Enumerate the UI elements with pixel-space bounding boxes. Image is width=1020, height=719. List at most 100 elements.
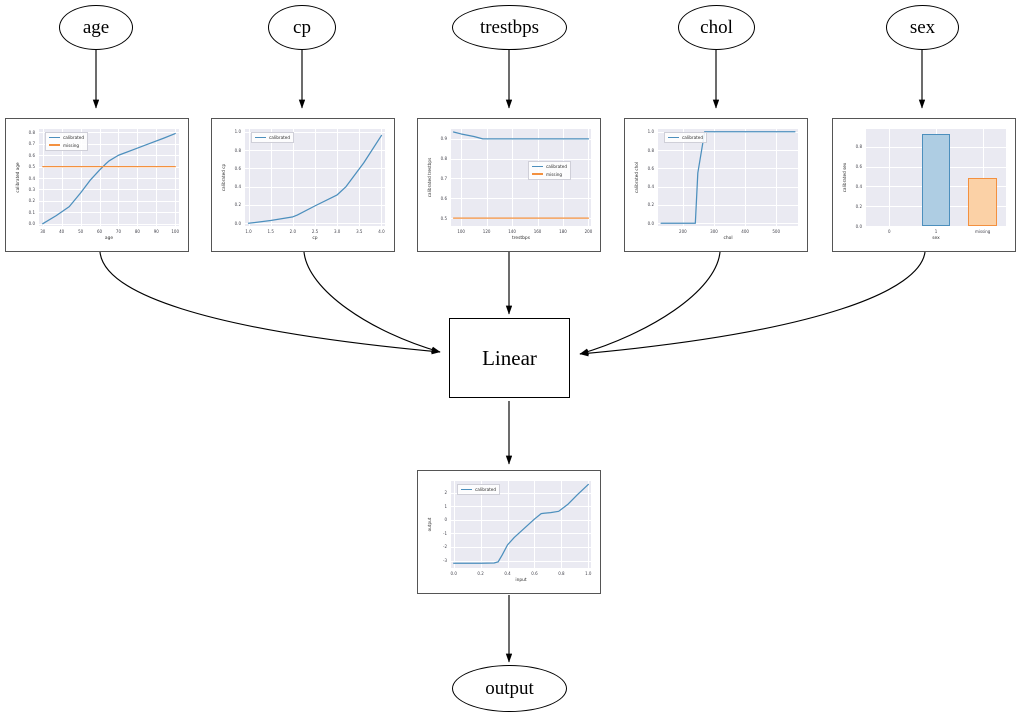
node-trestbps-label: trestbps — [479, 16, 540, 38]
x-tick-label: 3.5 — [356, 229, 363, 234]
node-trestbps[interactable]: trestbps — [452, 5, 567, 50]
y-tick-label: 0.0 — [28, 221, 35, 227]
gridline-y — [39, 189, 179, 191]
legend-item-calibrated: calibrated — [255, 135, 290, 140]
gridline-y — [39, 200, 179, 202]
y-tick-label: 0.8 — [440, 156, 447, 162]
bar-1 — [921, 133, 951, 226]
legend-item-calibrated: calibrated — [49, 135, 84, 140]
x-tick-label: 180 — [559, 229, 567, 234]
x-tick-label: 2.0 — [289, 229, 297, 234]
gridline-x — [682, 129, 684, 226]
x-tick-label: 0.2 — [477, 571, 484, 576]
legend-swatch-missing — [49, 144, 60, 146]
series-layer — [452, 131, 590, 219]
gridline-x — [588, 481, 590, 568]
gridline-x — [480, 481, 482, 568]
gridline-x — [534, 481, 536, 568]
y-tick-label: 2 — [444, 490, 447, 496]
node-cp[interactable]: cp — [268, 5, 336, 50]
x-tick-label: 80 — [134, 229, 140, 234]
gridline-x — [248, 129, 250, 226]
x-axis-label: trestbps — [511, 236, 530, 241]
x-tick-label: 60 — [96, 229, 103, 234]
legend-swatch-calibrated — [49, 136, 60, 139]
legend-item-missing: missing — [532, 172, 567, 177]
gridline-x — [776, 129, 778, 226]
gridline-x — [337, 129, 339, 226]
y-axis-label: calibrated age — [14, 161, 20, 193]
chart-legend: calibrated missing — [528, 161, 572, 180]
gridline-x — [292, 129, 294, 226]
legend-swatch-calibrated — [532, 165, 543, 168]
node-cp-label: cp — [293, 16, 311, 38]
legend-item-missing: missing — [49, 143, 84, 148]
y-tick-label: 0.4 — [647, 184, 654, 190]
node-linear[interactable]: Linear — [449, 318, 570, 398]
gridline-y — [39, 178, 179, 180]
y-tick-label: -3 — [443, 558, 447, 564]
y-tick-label: 0.6 — [440, 195, 447, 201]
x-tick-label: 100 — [457, 229, 465, 234]
x-tick-label: 200 — [679, 229, 687, 234]
gridline-x — [714, 129, 715, 226]
chart-legend: calibrated — [664, 132, 708, 143]
legend-label-calibrated: calibrated — [546, 164, 568, 169]
y-tick-label: 0.0 — [855, 223, 862, 229]
gridline-x — [99, 129, 101, 226]
y-tick-label: 0.8 — [234, 147, 241, 153]
x-tick-label: 30 — [40, 229, 46, 234]
gridline-y — [658, 186, 798, 188]
x-tick-label: 1 — [934, 229, 938, 234]
gridline-x — [486, 129, 488, 226]
series-line-calibrated — [452, 131, 590, 140]
legend-swatch-calibrated — [255, 136, 266, 139]
node-chol[interactable]: chol — [678, 5, 755, 50]
node-sex[interactable]: sex — [886, 5, 959, 50]
plot-area-cp — [245, 129, 385, 226]
plot-area-chol — [658, 129, 798, 226]
gridline-y — [451, 198, 591, 200]
y-tick-label: -1 — [443, 530, 447, 536]
legend-item-calibrated: calibrated — [532, 164, 567, 169]
gridline-x — [588, 129, 590, 226]
node-age[interactable]: age — [59, 5, 133, 50]
y-tick-label: 0.6 — [234, 165, 241, 171]
y-axis-label: calibrated sex — [841, 162, 847, 192]
y-tick-label: 0.0 — [234, 220, 241, 226]
y-tick-label: 0 — [444, 517, 447, 523]
node-linear-label: Linear — [482, 345, 537, 370]
gridline-x — [507, 481, 509, 568]
gridline-x — [118, 129, 120, 226]
y-tick-label: 1.0 — [647, 129, 654, 135]
legend-label-calibrated: calibrated — [682, 135, 704, 140]
gridline-y — [451, 492, 591, 494]
series-line-calibrated — [42, 132, 176, 225]
x-tick-label: 200 — [584, 229, 593, 234]
x-tick-label: 70 — [115, 229, 121, 234]
x-tick-label: 0.8 — [558, 571, 565, 576]
legend-item-calibrated: calibrated — [461, 487, 496, 492]
x-tick-label: 0.0 — [450, 571, 457, 576]
series-line-calibrated — [453, 483, 589, 564]
gridline-y — [451, 158, 591, 160]
x-axis-label: cp — [312, 236, 318, 241]
gridline-x — [270, 129, 272, 226]
y-tick-label: 0.1 — [28, 209, 35, 215]
node-output[interactable]: output — [452, 665, 567, 712]
x-tick-label: 2.5 — [311, 229, 319, 234]
node-age-label: age — [82, 16, 110, 38]
y-tick-label: 0.4 — [234, 184, 241, 190]
edge-sexchart-to-linear — [579, 251, 926, 357]
